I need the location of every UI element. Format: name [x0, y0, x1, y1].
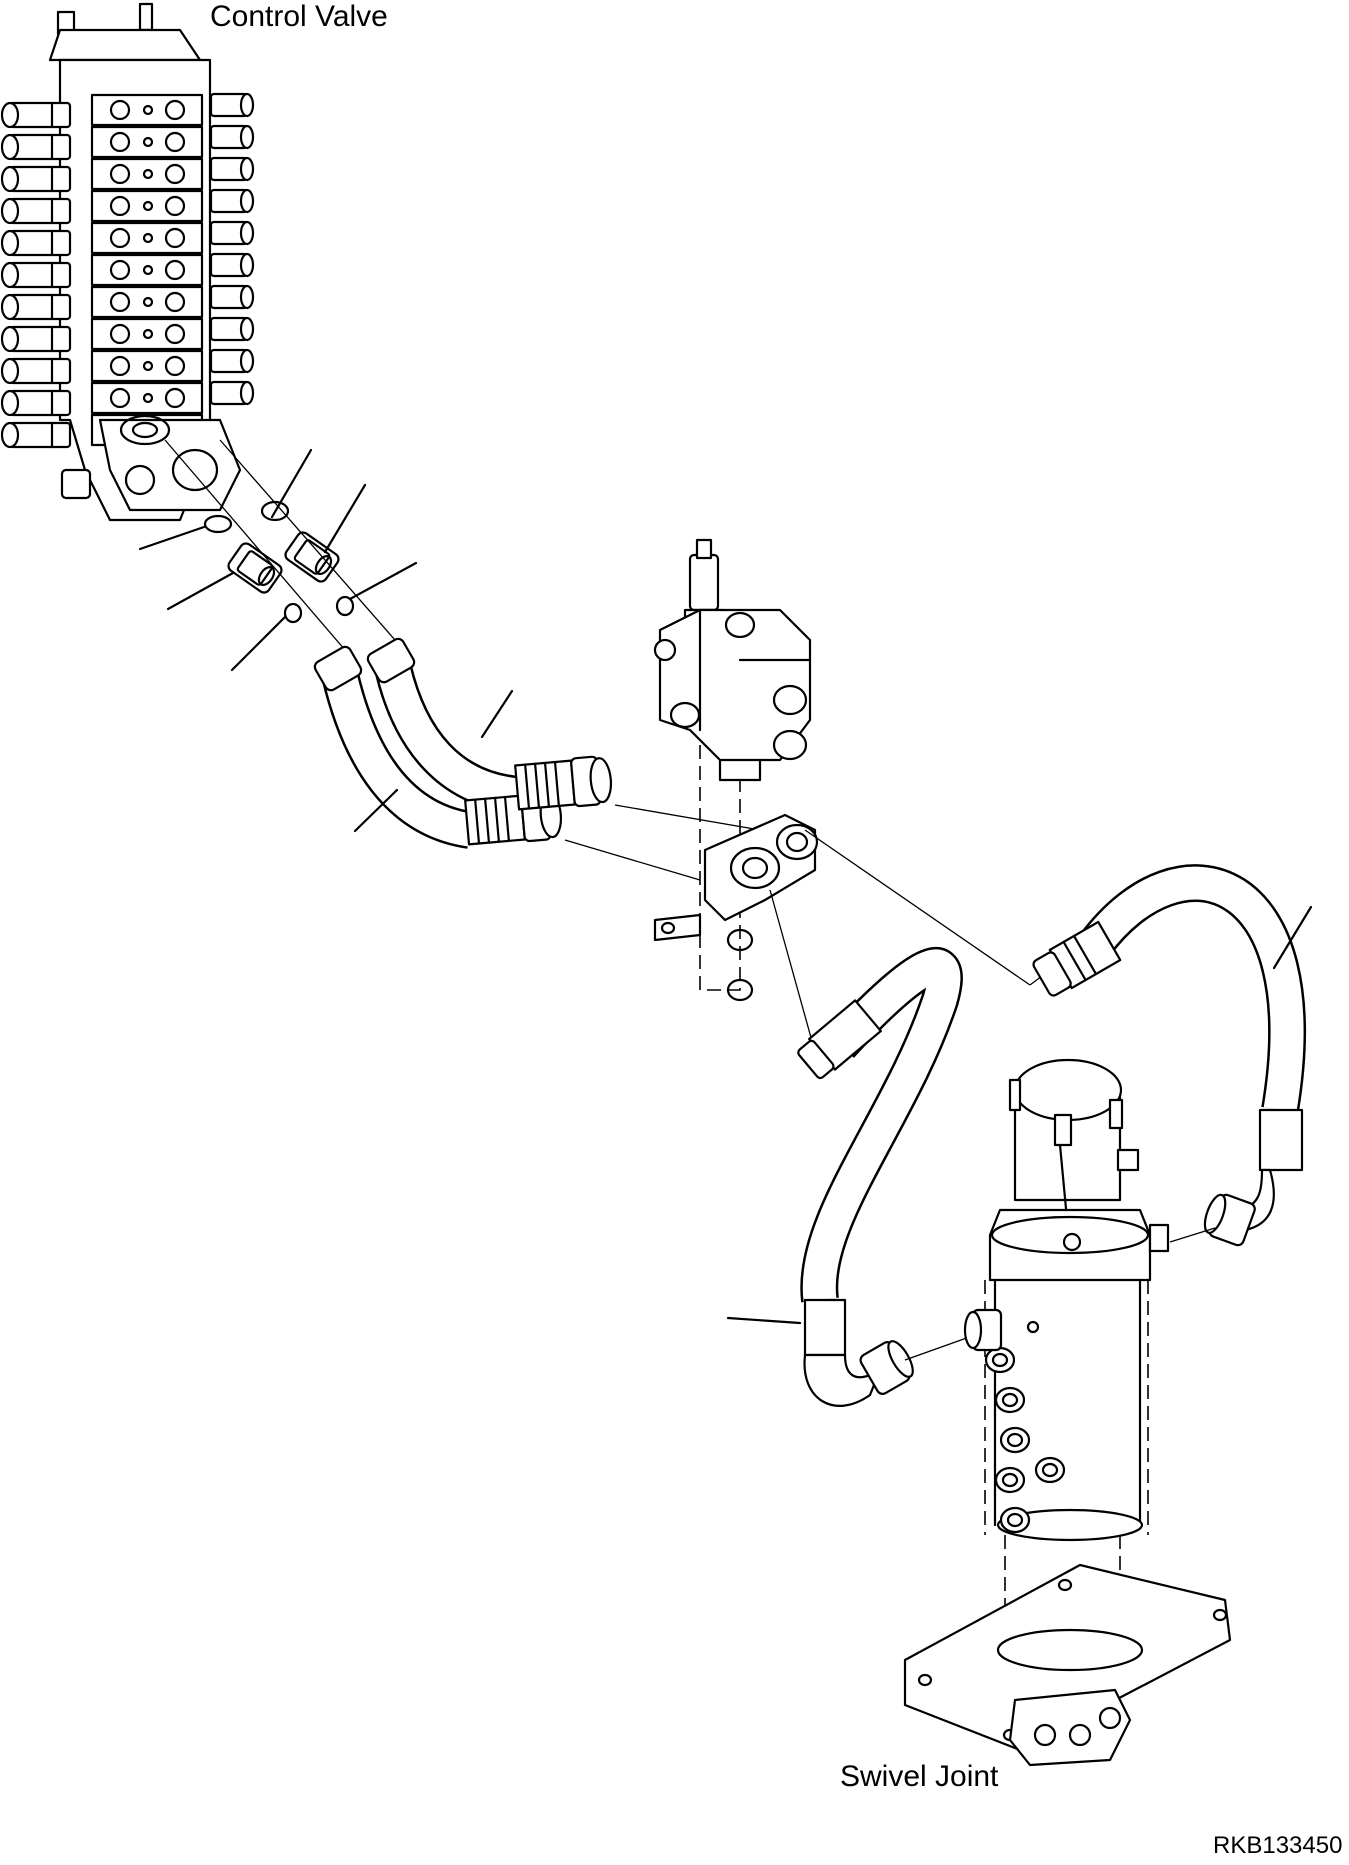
right-arch-hose — [1032, 864, 1307, 1247]
swivel-joint — [903, 1058, 1232, 1767]
leader-lines — [138, 448, 1313, 1325]
fitting-set — [164, 439, 396, 651]
selector-valve — [653, 538, 1051, 1071]
drawing-code-label: RKB133450 — [1213, 1832, 1343, 1859]
swivel-joint-label: Swivel Joint — [840, 1760, 999, 1793]
upper-hose-pair — [313, 637, 761, 881]
control-valve — [0, 2, 255, 522]
lower-left-hose — [797, 947, 976, 1407]
control-valve-label: Control Valve — [210, 0, 388, 33]
